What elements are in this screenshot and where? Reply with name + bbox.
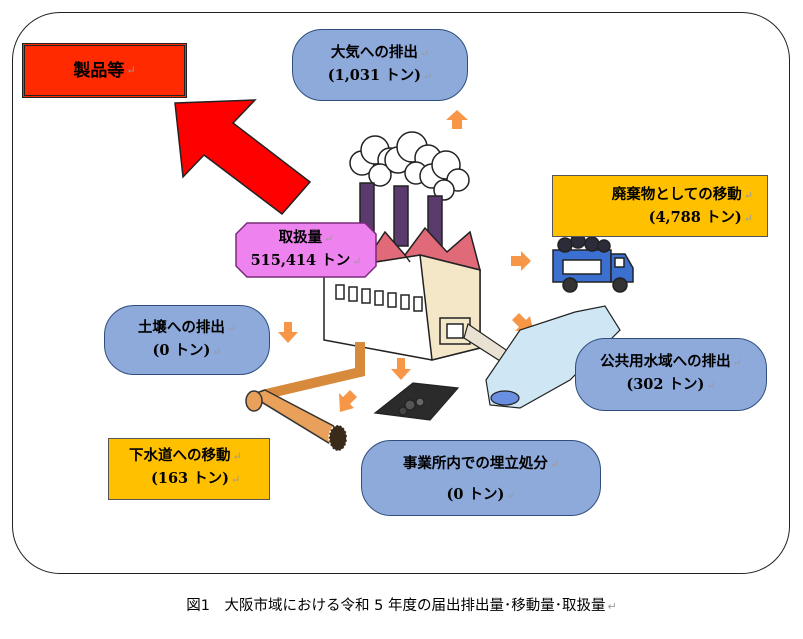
paragraph-mark: ↵ [743,212,753,225]
air-emission-title: 大気への排出 [330,44,418,61]
paragraph-mark: ↵ [324,232,334,245]
product-label: 製品等 [73,60,125,81]
sewer-transfer-value: (163 トン) [151,470,230,487]
paragraph-mark: ↵ [732,356,742,369]
air-emission-value: (1,031 トン) [327,67,421,84]
water-emission-title: 公共用水域への排出 [600,353,731,370]
landfill-disposal-value: (0 トン) [446,486,505,503]
paragraph-mark: ↵ [232,450,242,463]
water-arrow-icon [512,313,533,331]
waste-transfer-value: (4,788 トン) [648,209,742,226]
landfill-disposal-title: 事業所内での埋立処分 [402,455,548,472]
paragraph-mark: ↵ [743,189,753,202]
paragraph-mark: ↵ [706,379,716,392]
landfill-arrow-icon [391,358,411,380]
paragraph-mark: ↵ [549,458,560,471]
sewer-arrow-icon [339,390,357,412]
handling-amount-label: 取扱量↵ 515,414 トン↵ [237,222,375,278]
sewer-transfer-title: 下水道への移動 [129,447,231,464]
waste-transfer-box: 廃棄物としての移動↵ (4,788 トン)↵ [552,175,768,237]
air-emission-bubble: 大気への排出↵ (1,031 トン)↵ [292,29,468,101]
paragraph-mark: ↵ [422,70,433,83]
paragraph-mark: ↵ [126,63,136,77]
air-arrow-icon [446,110,468,129]
soil-arrow-icon [278,322,298,343]
truck-icon [552,233,634,293]
product-label-box: 製品等↵ [22,43,187,98]
pipe-icon [245,342,365,452]
soil-emission-value: (0 トン) [152,342,211,359]
waste-transfer-title: 廃棄物としての移動 [611,186,742,203]
soil-emission-title: 土壌への排出 [137,319,225,336]
figure-caption-text: 図1 大阪市域における令和 5 年度の届出排出量･移動量･取扱量 [186,598,606,614]
figure-caption: 図1 大阪市域における令和 5 年度の届出排出量･移動量･取扱量↵ [0,594,803,615]
paragraph-mark: ↵ [226,322,237,335]
paragraph-mark: ↵ [212,345,222,358]
handling-title: 取扱量 [278,229,323,246]
handling-value: 515,414 トン [250,252,351,269]
soil-emission-bubble: 土壌への排出↵ (0 トン)↵ [104,305,270,375]
landfill-disposal-bubble: 事業所内での埋立処分↵ (0 トン)↵ [361,440,601,516]
waste-arrow-icon [511,251,531,271]
sewer-transfer-box: 下水道への移動↵ (163 トン)↵ [108,438,270,500]
paragraph-mark: ↵ [352,255,362,268]
paragraph-mark: ↵ [607,600,617,613]
water-emission-value: (302 トン) [626,376,705,393]
smoke-icon [349,131,470,201]
water-emission-bubble: 公共用水域への排出↵ (302 トン)↵ [575,338,767,411]
outflow-pipe-icon [463,305,621,409]
paragraph-mark: ↵ [506,489,516,502]
product-arrow-icon [174,99,312,216]
landfill-pit-icon [373,382,460,421]
paragraph-mark: ↵ [231,473,241,486]
paragraph-mark: ↵ [419,47,430,60]
